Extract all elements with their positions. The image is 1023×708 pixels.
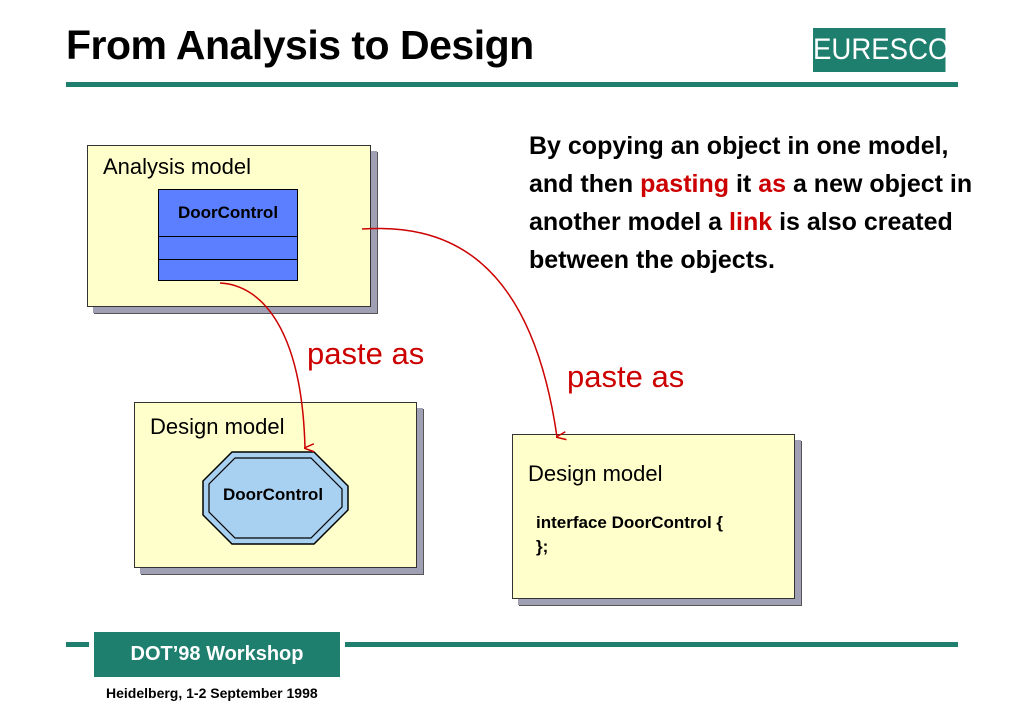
- design-model-right-label: Design model: [528, 461, 663, 486]
- paste-as-label-right: paste as: [567, 359, 685, 394]
- desc-part-3: a new object in another model a: [529, 170, 973, 236]
- octagon-inner: [208, 457, 343, 539]
- octagon-class-label: DoorControl: [222, 485, 324, 504]
- interface-code: interface DoorControl { };: [536, 511, 723, 559]
- code-line-1: interface DoorControl {: [536, 513, 724, 532]
- doorcontrol-class: DoorControl: [158, 189, 298, 281]
- design-model-left-label: Design model: [150, 414, 285, 439]
- desc-part-4: is also created between the objects.: [529, 208, 953, 274]
- desc-highlight-link: link: [729, 208, 773, 236]
- desc-part-2: it: [729, 170, 759, 198]
- analysis-model-label: Analysis model: [103, 154, 251, 179]
- top-divider: [66, 82, 958, 87]
- footer-workshop-tab: DOT’98 Workshop: [89, 632, 345, 677]
- footer-date-location: Heidelberg, 1-2 September 1998: [106, 685, 318, 701]
- paste-arrow-right: [361, 227, 557, 437]
- paste-arrow-left: [219, 282, 305, 448]
- code-line-2: };: [536, 537, 549, 556]
- class-name-label: DoorControl: [159, 190, 297, 237]
- class-attributes-section: [159, 237, 297, 260]
- slide-title: From Analysis to Design: [66, 22, 534, 68]
- bottom-divider: [66, 642, 958, 647]
- desc-part-1: By copying an object in one model, and t…: [529, 132, 949, 198]
- desc-highlight-as: as: [758, 170, 786, 198]
- octagon-outer: [202, 451, 349, 545]
- paste-as-label-left: paste as: [307, 336, 425, 371]
- desc-highlight-pasting: pasting: [640, 170, 730, 198]
- design-model-right-box: [512, 434, 795, 599]
- description-text: By copying an object in one model, and t…: [529, 127, 999, 279]
